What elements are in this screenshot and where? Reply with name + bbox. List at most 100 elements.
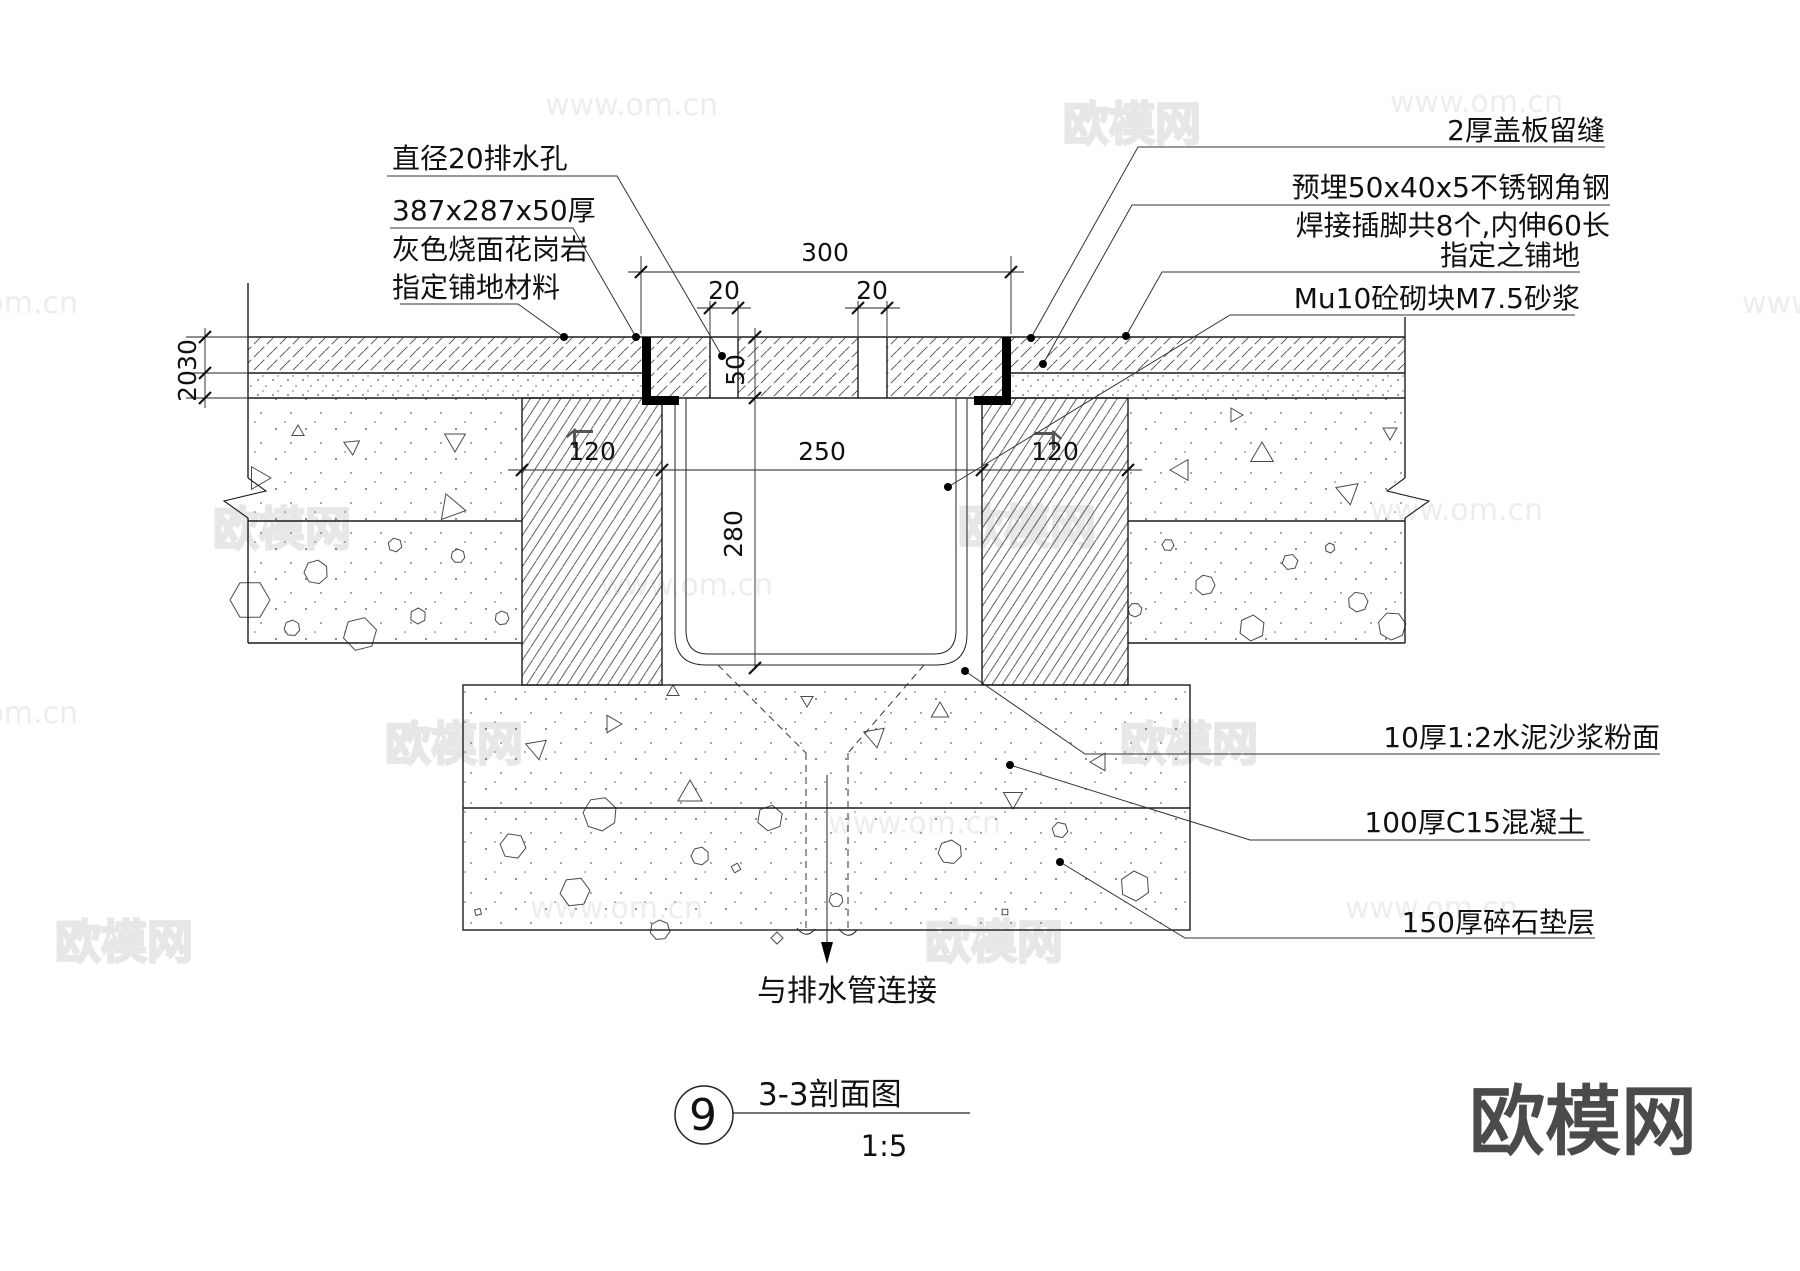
leader-dots xyxy=(560,332,1130,866)
site-logo: 欧模网 xyxy=(1469,1077,1697,1166)
gravel-chip-icon xyxy=(770,931,784,945)
ground-gravel-right xyxy=(1128,521,1405,643)
gravel-stone-icon xyxy=(1239,614,1265,642)
gravel-stone-icon xyxy=(1324,542,1336,554)
concrete-triangle-icon xyxy=(1002,792,1024,811)
concrete-triangle-icon xyxy=(1249,441,1275,462)
angle-steel-left-vert xyxy=(642,337,651,405)
mortar-bed-right xyxy=(1011,373,1405,398)
gravel-stone-icon xyxy=(937,839,962,864)
gravel-stone-icon xyxy=(229,582,271,618)
section-scale: 1:5 xyxy=(861,1129,908,1163)
gravel-chip-icon xyxy=(730,862,742,874)
gravel-stone-icon xyxy=(303,559,328,585)
gravel-chip-icon xyxy=(1001,908,1009,916)
dim-texts: 300 20 20 50 30 20 120 250 120 280 xyxy=(173,238,1079,558)
gravel-stone-icon xyxy=(342,617,378,651)
funnel-left xyxy=(717,664,807,754)
anchor-leg-icon-right xyxy=(1035,430,1062,450)
angle-steels xyxy=(566,337,1062,450)
dim-20-slot-left: 20 xyxy=(708,276,740,305)
aggregate-symbols xyxy=(229,407,1407,945)
annotation-texts: 直径20排水孔 387x287x50厚 灰色烧面花岗岩 指定铺地材料 2厚盖板留… xyxy=(392,114,1660,1009)
render-inner-line xyxy=(685,398,957,655)
section-title: 3-3剖面图 xyxy=(758,1077,902,1113)
watermark-url: www.om.cn xyxy=(1390,85,1563,120)
label-angle-steel-2: 焊接插脚共8个,内伸60长 xyxy=(1296,209,1610,242)
drain-slot-left xyxy=(710,337,738,398)
gravel-stone-icon xyxy=(828,892,844,907)
watermark-url-edge: www.om.cn xyxy=(0,696,78,731)
dim-120-right: 120 xyxy=(1031,437,1079,466)
ground-concrete-left xyxy=(248,398,522,521)
detail-number: 9 xyxy=(689,1090,717,1141)
dim-lines xyxy=(204,271,1142,668)
gravel-stone-icon xyxy=(690,846,709,866)
dim-50: 50 xyxy=(721,354,750,386)
label-mu10-block: Mu10砼砌块M7.5砂浆 xyxy=(1294,282,1580,315)
break-symbol-left xyxy=(222,477,268,519)
angle-steel-right-horz xyxy=(974,396,1011,405)
concrete-triangle-icon xyxy=(443,433,467,453)
concrete-triangle-icon xyxy=(1230,407,1245,423)
concrete-triangle-icon xyxy=(677,778,703,802)
pipe-break xyxy=(796,927,858,936)
render-outer-line xyxy=(674,398,968,666)
gravel-chip-icon xyxy=(473,907,483,917)
gravel-stone-icon xyxy=(494,610,510,626)
drain-pipe xyxy=(717,664,925,964)
dim-ticks xyxy=(198,265,1135,675)
label-drain-hole: 直径20排水孔 xyxy=(392,142,568,175)
gravel-stone-icon xyxy=(410,607,426,625)
label-cement-render: 10厚1:2水泥沙浆粉面 xyxy=(1383,721,1660,754)
down-arrow-icon xyxy=(821,942,833,964)
concrete-triangle-icon xyxy=(1089,752,1106,772)
watermark-cn: 欧模网 xyxy=(55,915,193,969)
granite-slab-right xyxy=(1011,337,1405,373)
dim-280: 280 xyxy=(719,510,748,558)
concrete-triangle-icon xyxy=(930,701,950,718)
anchor-leg-icon-left xyxy=(566,428,593,448)
label-paving-material: 指定铺地材料 xyxy=(392,271,560,304)
dim-20-slot-right: 20 xyxy=(856,276,888,305)
label-pipe-connection: 与排水管连接 xyxy=(757,974,937,1009)
gravel-stone-icon xyxy=(582,797,617,832)
mortar-bed-left xyxy=(248,373,643,398)
concrete-triangle-icon xyxy=(1382,427,1398,442)
angle-steel-right-vert xyxy=(1002,337,1011,405)
dim-30: 30 xyxy=(173,339,202,371)
dim-250: 250 xyxy=(798,437,846,466)
channel-wall-left xyxy=(522,398,662,685)
concrete-triangle-icon xyxy=(291,424,305,436)
dim-20-bed: 20 xyxy=(173,370,202,402)
gravel-stone-icon xyxy=(450,548,466,563)
concrete-triangle-icon xyxy=(524,739,547,761)
watermark-cn: 欧模网 xyxy=(1063,97,1201,151)
gravel-stone-icon xyxy=(1120,870,1150,902)
gravel-stone-icon xyxy=(1195,574,1216,596)
detail-number-circle xyxy=(674,1085,734,1145)
channel-render xyxy=(674,398,968,666)
concrete-triangle-icon xyxy=(1334,482,1359,506)
label-granite-size: 387x287x50厚 xyxy=(392,194,596,227)
watermark-url: www.om.cn xyxy=(1345,891,1518,926)
watermark-url-edge: www.om.cn xyxy=(0,286,78,321)
angle-steel-left-horz xyxy=(642,396,679,405)
granite-slab-left xyxy=(248,337,643,373)
cover-plate xyxy=(651,337,1003,398)
watermark-url: www.om.cn xyxy=(545,88,718,123)
dim-300: 300 xyxy=(801,238,849,267)
gravel-stone-icon xyxy=(757,804,783,832)
gravel-stone-icon xyxy=(1281,553,1299,571)
gravel-stone-icon xyxy=(499,833,527,859)
concrete-triangle-icon xyxy=(1169,458,1189,482)
label-gravel-bed: 150厚碎石垫层 xyxy=(1402,906,1595,939)
drain-slot-right xyxy=(858,337,887,398)
break-symbol-right xyxy=(1385,477,1431,519)
label-cover-gap: 2厚盖板留缝 xyxy=(1447,114,1605,147)
concrete-triangle-icon xyxy=(342,440,361,456)
title-callout: 9 3-3剖面图 1:5 xyxy=(674,1077,970,1163)
gravel-stone-icon xyxy=(283,619,301,637)
